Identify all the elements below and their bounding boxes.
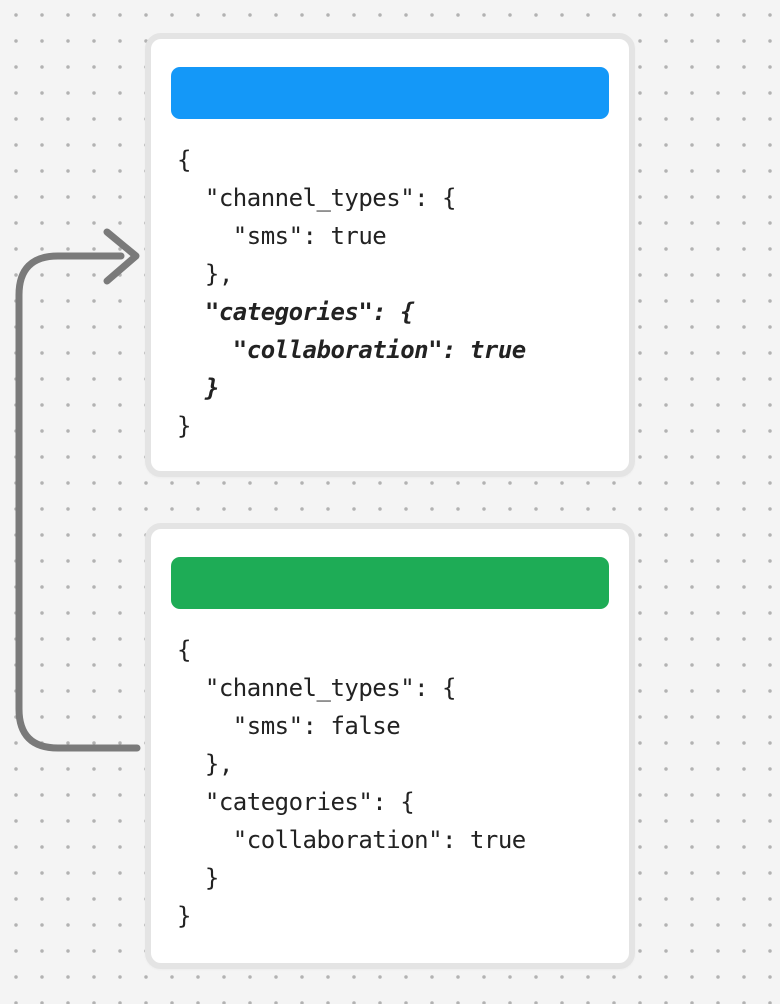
code-line: "channel_types": { (177, 184, 457, 212)
environment-code-block: { "channel_types": { "sms": false }, "ca… (171, 631, 609, 935)
code-line: "categories": { (177, 788, 415, 816)
code-line: { (177, 636, 191, 664)
code-line: { (177, 146, 191, 174)
code-line: "channel_types": { (177, 674, 457, 702)
merge-flow-arrow (15, 228, 141, 752)
recipient-default-card: Recipient default { "channel_types": { "… (145, 33, 635, 477)
code-line: }, (177, 750, 233, 778)
arrow-head (103, 228, 140, 285)
arrow-line (15, 252, 141, 752)
code-line: } (177, 864, 219, 892)
recipient-default-header: Recipient default (171, 67, 609, 159)
recipient-default-title: Recipient default (310, 131, 557, 159)
recipient-default-code-block: { "channel_types": { "sms": true }, "cat… (171, 141, 609, 445)
code-line: "categories": { (177, 298, 415, 326)
code-line: "sms": true (177, 222, 387, 250)
code-line: "sms": false (177, 712, 401, 740)
code-line: } (177, 412, 191, 440)
environment-card: Environment { "channel_types": { "sms": … (145, 523, 635, 969)
environment-title: Environment (353, 621, 513, 649)
code-line: } (177, 902, 191, 930)
code-line: "collaboration": true (177, 336, 526, 364)
code-line: } (177, 374, 219, 402)
code-line: "collaboration": true (177, 826, 526, 854)
code-line: }, (177, 260, 233, 288)
environment-header: Environment (171, 557, 609, 649)
